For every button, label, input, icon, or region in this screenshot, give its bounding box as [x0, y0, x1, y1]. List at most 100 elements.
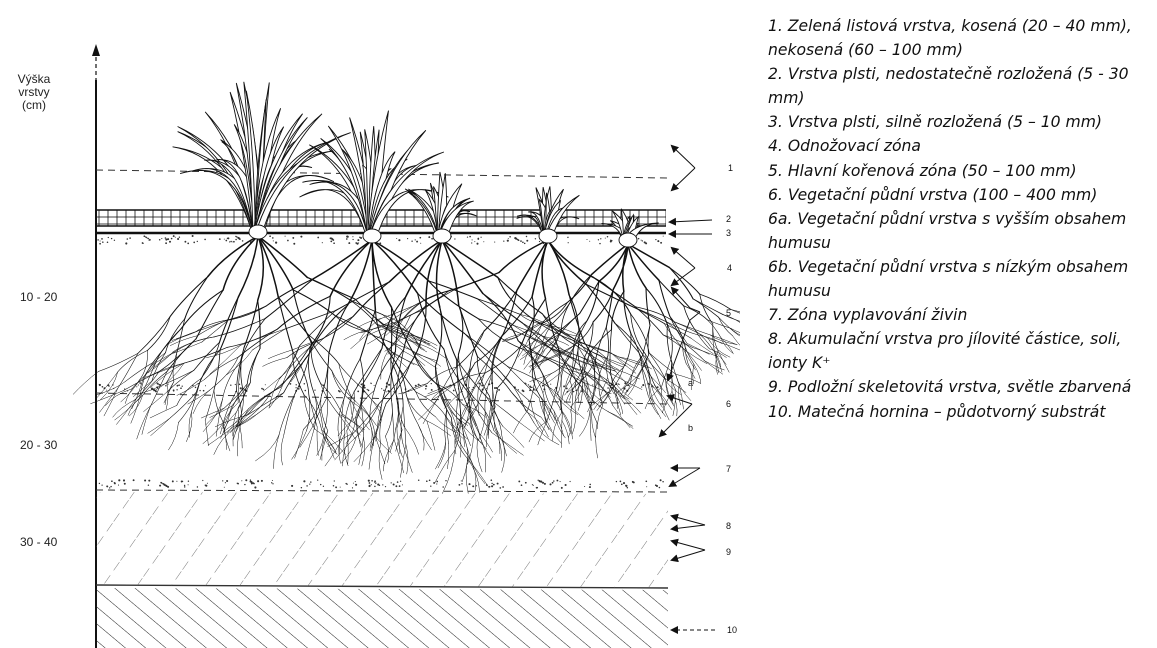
root-segment	[592, 409, 596, 437]
soil-speckle	[436, 481, 438, 483]
soil-speckle	[295, 387, 296, 388]
soil-speckle	[204, 239, 206, 241]
soil-speckle	[370, 383, 371, 384]
root-segment	[387, 350, 404, 386]
soil-speckle	[539, 480, 541, 482]
soil-speckle	[535, 238, 536, 239]
soil-speckle	[182, 386, 183, 387]
soil-speckle	[382, 484, 383, 485]
root-segment	[351, 329, 374, 349]
soil-speckle	[309, 483, 310, 484]
soil-speckle	[368, 480, 370, 482]
soil-speckle	[381, 388, 382, 389]
root-segment	[435, 307, 441, 366]
soil-speckle	[561, 487, 563, 489]
root-segment	[204, 357, 238, 379]
root-segment	[252, 329, 285, 350]
soil-speckle	[662, 481, 663, 482]
soil-speckle	[275, 242, 277, 244]
root-segment	[447, 443, 449, 469]
soil-speckle	[114, 240, 115, 241]
root-segment	[372, 240, 375, 310]
tuft-crown	[539, 229, 557, 243]
soil-speckle	[645, 242, 646, 243]
root-segment	[561, 421, 562, 448]
root-segment	[478, 319, 523, 350]
soil-speckle	[556, 480, 558, 482]
root-segment	[606, 359, 626, 384]
soil-speckle	[330, 241, 332, 243]
soil-speckle	[467, 236, 468, 237]
soil-speckle	[642, 240, 643, 241]
root-segment	[623, 397, 637, 415]
soil-speckle	[291, 485, 293, 487]
soil-speckle	[524, 243, 526, 245]
root-segment	[360, 310, 375, 359]
soil-speckle	[184, 486, 186, 488]
soil-speckle	[374, 385, 375, 386]
soil-speckle	[317, 479, 318, 480]
legend-item-6a: 6a. Vegetační půdní vrstva s vyšším obsa…	[768, 207, 1152, 255]
marker-1: 1	[728, 163, 733, 173]
soil-speckle	[418, 479, 419, 480]
soil-speckle	[300, 236, 302, 238]
root-segment	[721, 338, 733, 353]
root-segment	[179, 392, 197, 423]
legend-item-6b: 6b. Vegetační půdní vrstva s nízkým obsa…	[768, 255, 1152, 303]
soil-speckle	[364, 387, 366, 389]
soil-speckle	[192, 235, 194, 237]
soil-speckle	[106, 390, 107, 391]
soil-speckle	[584, 486, 585, 487]
soil-speckle	[136, 386, 137, 387]
soil-speckle	[226, 480, 228, 482]
soil-speckle	[537, 487, 538, 488]
root-segment	[268, 350, 292, 359]
root-segment	[442, 240, 498, 277]
y-tick-30-40: 30 - 40	[20, 535, 57, 549]
root-segment	[278, 297, 293, 352]
root-segment	[423, 399, 437, 424]
soil-speckle	[415, 239, 416, 240]
soil-speckle	[642, 384, 644, 386]
root-segment	[590, 411, 591, 441]
root-segment	[353, 282, 389, 317]
root-segment	[696, 331, 710, 349]
soil-speckle	[148, 238, 149, 239]
soil-speckle	[509, 236, 511, 238]
soil-speckle	[339, 391, 341, 393]
root-segment	[270, 354, 309, 394]
root-segment	[534, 423, 559, 445]
root-segment	[385, 401, 392, 437]
root-segment	[171, 392, 197, 418]
soil-speckle	[165, 385, 167, 387]
soil-speckle	[353, 483, 354, 484]
root-segment	[210, 345, 241, 374]
marker-2: 2	[726, 214, 731, 224]
soil-speckle	[124, 483, 126, 485]
marker-9: 9	[726, 547, 731, 557]
tuft-crown	[363, 229, 381, 243]
root-segment	[347, 240, 372, 306]
soil-speckle	[393, 484, 394, 485]
soil-speckle	[118, 479, 120, 481]
soil-speckle	[177, 238, 179, 240]
root-segment	[201, 408, 224, 418]
soil-speckle	[167, 383, 168, 384]
soil-speckle	[357, 239, 359, 241]
soil-speckle	[386, 391, 387, 392]
root-segment	[477, 439, 482, 472]
root-segment	[391, 361, 398, 400]
soil-speckle	[238, 237, 240, 239]
soil-speckle	[165, 242, 167, 244]
root-segment	[284, 346, 300, 382]
soil-speckle	[110, 486, 111, 487]
soil-speckle	[425, 388, 427, 390]
root-segment	[280, 347, 310, 387]
root-segment	[498, 277, 536, 320]
soil-speckle	[129, 237, 131, 239]
soil-speckle	[442, 486, 444, 488]
soil-speckle	[298, 388, 300, 390]
soil-speckle	[454, 238, 455, 239]
root-segment	[163, 370, 194, 384]
soil-speckle	[176, 389, 177, 390]
